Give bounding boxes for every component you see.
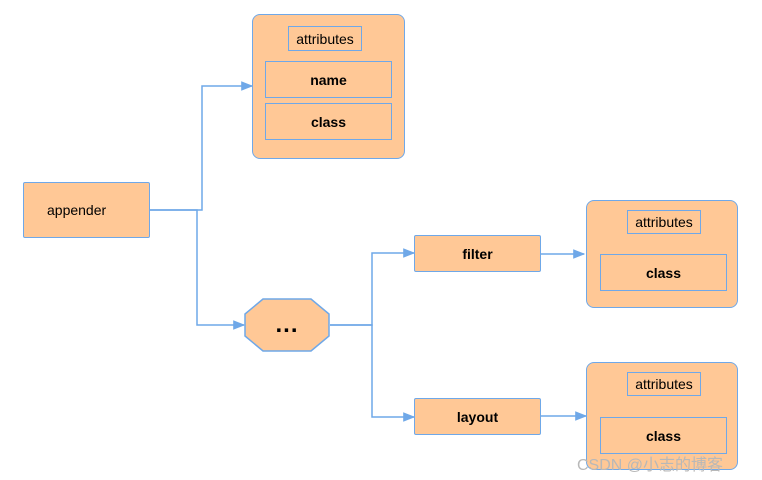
appender-field-class: class xyxy=(265,103,392,140)
filter-node: filter xyxy=(414,235,541,272)
ellipsis-label: ... xyxy=(275,311,299,338)
layout-attributes-group: attributes class xyxy=(586,362,738,470)
appender-node: appender xyxy=(23,182,150,238)
layout-attributes-tag: attributes xyxy=(627,372,701,396)
appender-attributes-group: attributes name class xyxy=(252,14,405,159)
filter-attributes-tag: attributes xyxy=(627,210,701,234)
layout-field-class: class xyxy=(600,417,727,454)
edge-ellipsis-to-layout xyxy=(330,324,416,422)
layout-node: layout xyxy=(414,398,541,435)
filter-label: filter xyxy=(462,245,493,262)
appender-attributes-tag: attributes xyxy=(288,26,362,51)
edge-appender-to-attributes-group xyxy=(149,81,254,211)
ellipsis-octagon xyxy=(244,298,330,352)
filter-field-class: class xyxy=(600,254,727,291)
appender-field-name: name xyxy=(265,61,392,98)
edge-appender-to-ellipsis xyxy=(149,209,246,330)
filter-attributes-group: attributes class xyxy=(586,200,738,308)
appender-label: appender xyxy=(47,202,107,218)
watermark-text: CSDN @小志的博客 xyxy=(577,457,724,474)
layout-label: layout xyxy=(456,408,499,425)
edge-ellipsis-to-filter xyxy=(330,248,416,326)
